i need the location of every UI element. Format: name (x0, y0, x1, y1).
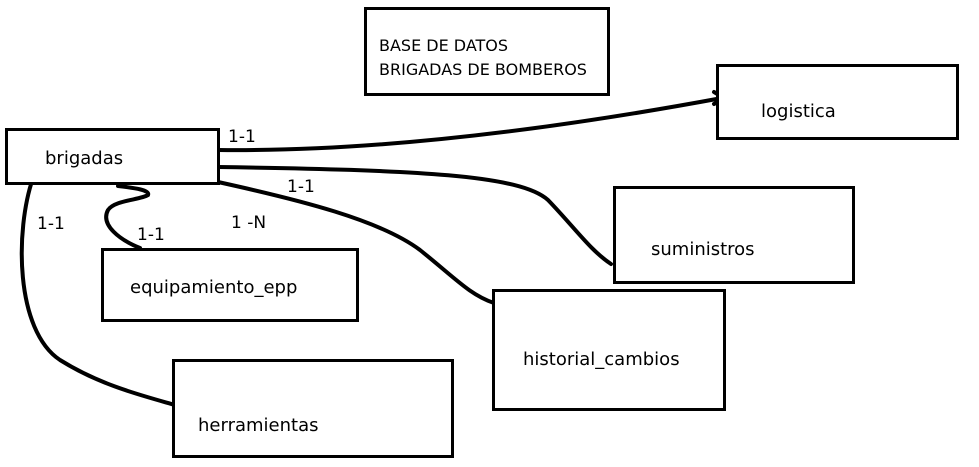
diagram-title-box: BASE DE DATOS BRIGADAS DE BOMBEROS (364, 7, 610, 96)
cardinality-logistica: 1-1 (228, 127, 256, 147)
cardinality-herramientas: 1-1 (37, 214, 65, 234)
entity-historial-cambios-label: historial_cambios (523, 349, 680, 370)
entity-brigadas: brigadas (5, 128, 220, 185)
diagram-title-line-1: BASE DE DATOS (379, 36, 509, 55)
cardinality-suministros: 1-1 (287, 177, 315, 197)
entity-herramientas-label: herramientas (198, 415, 319, 436)
cardinality-historial-cambios: 1 -N (231, 213, 267, 233)
entity-equipamiento-epp-label: equipamiento_epp (130, 277, 298, 298)
line-brigadas-suministros (216, 165, 613, 266)
entity-suministros-label: suministros (651, 239, 755, 260)
entity-herramientas: herramientas (172, 359, 454, 458)
entity-suministros: suministros (613, 186, 855, 284)
entity-logistica-label: logistica (761, 101, 836, 122)
line-brigadas-herramientas (19, 176, 177, 407)
entity-historial-cambios: historial_cambios (492, 289, 726, 411)
cardinality-equipamiento-epp: 1-1 (137, 225, 165, 245)
entity-logistica: logistica (716, 64, 959, 140)
entity-brigadas-label: brigadas (45, 148, 124, 169)
line-brigadas-historial (216, 180, 496, 305)
line-brigadas-logistica (216, 96, 724, 153)
diagram-title-line-2: BRIGADAS DE BOMBEROS (379, 60, 587, 79)
entity-equipamiento-epp: equipamiento_epp (101, 248, 359, 322)
line-brigadas-equipamiento (104, 184, 151, 250)
